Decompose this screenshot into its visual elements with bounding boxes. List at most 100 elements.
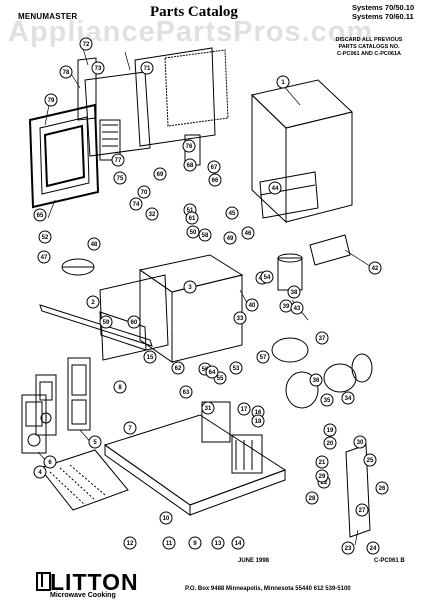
callout-label: 22 xyxy=(321,480,328,486)
callout-61: 61 xyxy=(185,211,199,225)
callout-label: 7 xyxy=(128,426,132,432)
callout-label: 72 xyxy=(83,42,90,48)
transformer-part xyxy=(277,234,351,291)
callout-label: 73 xyxy=(95,66,102,72)
callout-73: 73 xyxy=(91,61,105,75)
callout-label: 40 xyxy=(249,303,256,309)
callout-47: 47 xyxy=(37,250,51,264)
callout-label: 8 xyxy=(118,385,122,391)
systems-label: Systems 70/50.10 Systems 70/60.11 xyxy=(352,3,414,21)
callout-label: 55 xyxy=(217,376,224,382)
callout-44: 44 xyxy=(268,181,282,195)
callout-48: 48 xyxy=(87,237,101,251)
callout-label: 39 xyxy=(283,304,290,310)
systems-line-2: Systems 70/60.11 xyxy=(352,12,414,21)
callout-11: 11 xyxy=(162,536,176,550)
callout-26: 26 xyxy=(375,481,389,495)
discard-notice: DISCARD ALL PREVIOUS PARTS CATALOGS NO. … xyxy=(326,37,412,58)
callout-label: 50 xyxy=(190,230,197,236)
page-title: Parts Catalog xyxy=(150,4,238,20)
callout-76: 76 xyxy=(182,139,196,153)
callout-72: 72 xyxy=(79,37,93,51)
litton-brand: LITTON xyxy=(50,569,139,595)
notice-line-1: DISCARD ALL PREVIOUS xyxy=(335,37,403,43)
callout-label: 4 xyxy=(38,470,42,476)
callout-36: 36 xyxy=(309,373,323,387)
callout-64: 64 xyxy=(205,365,219,379)
callout-68: 68 xyxy=(183,158,197,172)
callout-label: 60 xyxy=(131,320,138,326)
callout-label: 68 xyxy=(187,163,194,169)
callout-52: 52 xyxy=(38,230,52,244)
callout-label: 51 xyxy=(187,208,194,214)
revision-date: JUNE 1998 xyxy=(238,558,270,564)
cabinet-wrapper-part xyxy=(250,79,354,224)
callout-label: 56 xyxy=(202,367,209,373)
callout-label: 44 xyxy=(272,186,279,192)
callout-25: 25 xyxy=(363,453,377,467)
callout-label: 59 xyxy=(103,320,110,326)
callout-label: 13 xyxy=(215,541,222,547)
callout-37: 37 xyxy=(315,331,329,345)
callout-label: 12 xyxy=(127,541,134,547)
callout-label: 63 xyxy=(183,390,190,396)
callout-30: 30 xyxy=(353,435,367,449)
callout-27: 27 xyxy=(355,503,369,517)
watermark-text: AppliancePartsPros.com xyxy=(8,16,374,48)
catalog-code: C-PC061 B xyxy=(374,558,405,564)
callout-65: 65 xyxy=(33,208,47,222)
callout-21: 21 xyxy=(315,455,329,469)
callout-label: 26 xyxy=(379,486,386,492)
callout-label: 37 xyxy=(319,336,326,342)
callout-label: 58 xyxy=(202,233,209,239)
callout-54: 54 xyxy=(260,270,274,284)
callout-label: 5 xyxy=(93,440,97,446)
callout-label: 79 xyxy=(48,98,55,104)
callout-label: 21 xyxy=(319,460,326,466)
callout-label: 66 xyxy=(212,178,219,184)
callout-label: 76 xyxy=(186,144,193,150)
callout-label: 24 xyxy=(370,546,377,552)
company-address: P.O. Box 9488 Minneapolis, Minnesota 554… xyxy=(185,586,351,592)
callout-67: 67 xyxy=(207,160,221,174)
callout-49: 49 xyxy=(223,231,237,245)
callout-2: 2 xyxy=(86,295,100,309)
callout-39: 39 xyxy=(279,299,293,313)
callout-label: 9 xyxy=(193,541,197,547)
base-plate-part xyxy=(39,414,287,516)
callout-12: 12 xyxy=(123,536,137,550)
callout-4: 4 xyxy=(33,465,47,479)
brand-tagline: Microwave Cooking xyxy=(50,592,116,599)
callout-label: 67 xyxy=(211,165,218,171)
callout-label: 6 xyxy=(48,460,52,466)
callout-1: 1 xyxy=(276,75,290,89)
callout-77: 77 xyxy=(111,153,125,167)
callout-label: 46 xyxy=(245,231,252,237)
callout-10: 10 xyxy=(159,511,173,525)
callout-label: 48 xyxy=(91,242,98,248)
callout-13: 13 xyxy=(211,536,225,550)
litton-logo-icon xyxy=(36,572,51,591)
callout-75: 75 xyxy=(113,171,127,185)
callout-42: 42 xyxy=(368,261,382,275)
callout-label: 1 xyxy=(281,80,285,86)
callout-label: 54 xyxy=(264,275,271,281)
callout-label: 38 xyxy=(291,290,298,296)
callout-28: 28 xyxy=(305,491,319,505)
callout-label: 64 xyxy=(209,370,216,376)
callout-label: 70 xyxy=(141,190,148,196)
callout-label: 61 xyxy=(189,216,196,222)
callout-19: 19 xyxy=(323,423,337,437)
callout-7: 7 xyxy=(123,421,137,435)
callout-label: 30 xyxy=(357,440,364,446)
callout-24: 24 xyxy=(366,541,380,555)
callout-18: 18 xyxy=(251,414,265,428)
callout-17: 17 xyxy=(237,402,251,416)
callout-74: 74 xyxy=(129,197,143,211)
callout-15: 15 xyxy=(143,350,157,364)
callout-label: 36 xyxy=(313,378,320,384)
callout-35: 35 xyxy=(320,393,334,407)
callout-8: 8 xyxy=(113,380,127,394)
callout-78: 78 xyxy=(59,65,73,79)
